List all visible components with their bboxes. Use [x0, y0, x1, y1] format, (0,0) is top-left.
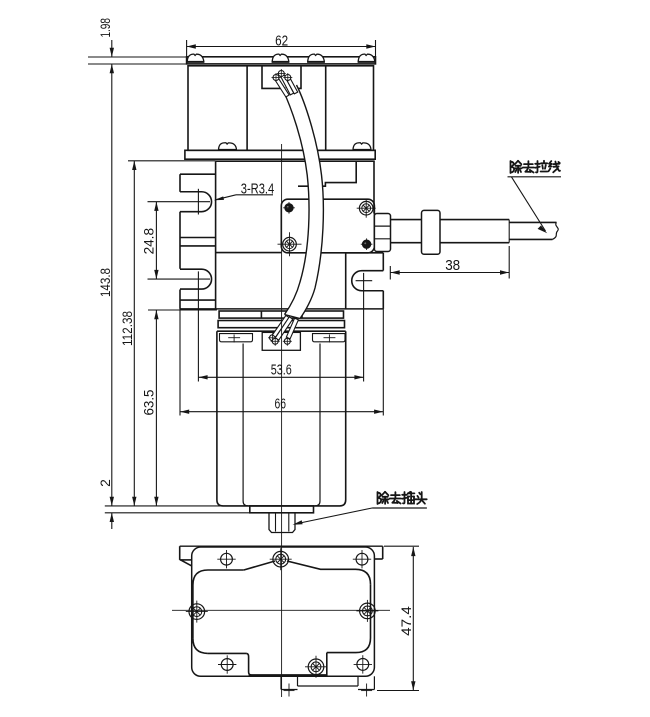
- svg-text:62: 62: [275, 32, 288, 49]
- svg-text:3-R3.4: 3-R3.4: [241, 180, 275, 197]
- svg-text:63.5: 63.5: [142, 389, 157, 415]
- svg-text:47.4: 47.4: [399, 606, 414, 636]
- svg-text:53.6: 53.6: [271, 362, 292, 379]
- svg-text:66: 66: [275, 396, 287, 413]
- svg-text:112.38: 112.38: [120, 311, 135, 346]
- svg-text:38: 38: [445, 257, 460, 274]
- svg-text:2: 2: [98, 479, 113, 487]
- svg-text:1.98: 1.98: [98, 18, 113, 38]
- svg-text:143.8: 143.8: [98, 268, 113, 297]
- svg-text:24.8: 24.8: [142, 228, 157, 255]
